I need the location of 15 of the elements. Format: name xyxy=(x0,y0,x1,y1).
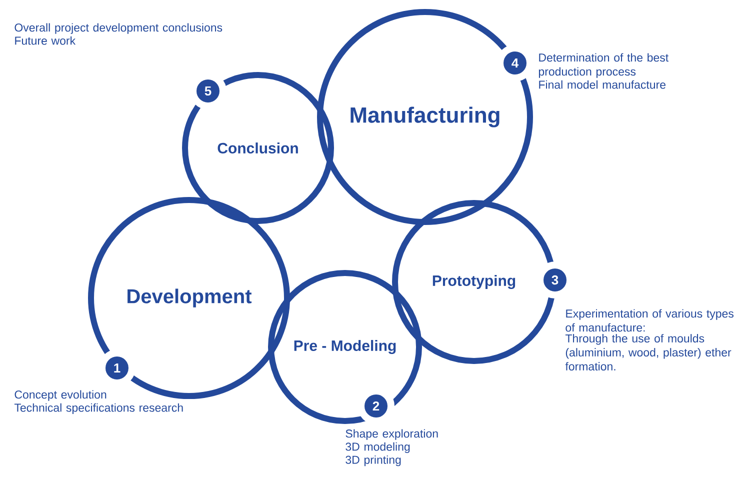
description-text: Concept evolution xyxy=(14,390,106,401)
description-text: Overall project development conclusions xyxy=(14,23,222,34)
number-badge: 2 xyxy=(358,388,394,424)
description-text: Technical specifications research xyxy=(14,403,183,414)
description-text: Shape exploration xyxy=(346,429,438,440)
number-badge: 1 xyxy=(98,350,136,386)
description-text: Through the use of moulds (aluminium, wood, plaster) ether formation. xyxy=(565,334,732,370)
description-text: 3D printing xyxy=(346,455,401,466)
number-badge: 4 xyxy=(496,44,534,82)
description-text: 3D modeling xyxy=(346,442,410,454)
description-text: Future work xyxy=(15,36,76,45)
number-badge: 5 xyxy=(190,72,226,110)
description-text: Final model manufacture xyxy=(539,80,666,89)
description-text: Experimentation of various types of manufacture: xyxy=(566,309,734,332)
description-text: Determination of the best production process xyxy=(538,53,668,78)
